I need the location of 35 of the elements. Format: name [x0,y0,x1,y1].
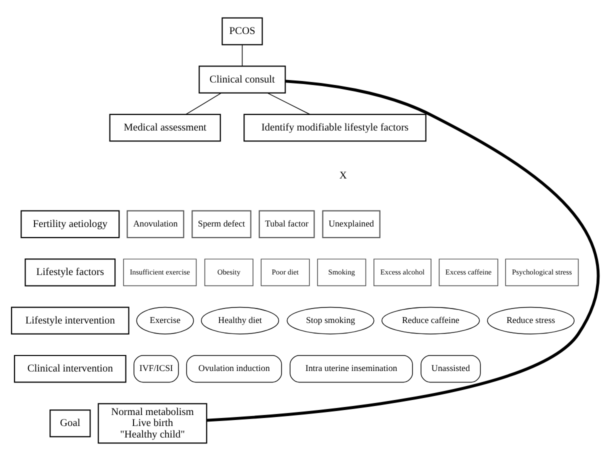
connector [186,92,222,115]
node-box: Obesity [204,258,254,286]
node-box: Sperm defect [192,210,252,238]
connector [266,92,310,115]
node-box: Clinical consult [198,66,286,94]
node-box: Unassisted [420,355,481,383]
node-box: Lifestyle factors [24,258,116,286]
node-ellipse: Healthy diet [200,306,280,334]
node-box: Goal [50,409,91,438]
node-box: Psychological stress [505,258,579,286]
node-box: Ovulation induction [186,355,282,383]
node-box: Unexplained [322,210,380,238]
node-box: Tubal factor [258,210,315,238]
node-box: Poor diet [260,258,310,286]
node-ellipse: Stop smoking [286,306,374,334]
connector [242,44,243,66]
label: X [339,170,347,182]
node-box: Insufficient exercise [123,258,197,286]
node-ellipse: Reduce stress [487,306,575,334]
node-box: Normal metabolism Live birth "Healthy child" [98,403,208,444]
connector [206,80,600,422]
node-box: IVF/ICSI [134,355,179,383]
node-box: Intra uterine insemination [290,355,413,383]
node-box: Anovulation [126,210,184,238]
node-box: Medical assessment [109,114,221,142]
node-box: Excess caffeine [438,258,498,286]
node-box: Clinical intervention [14,354,126,383]
node-box: Lifestyle intervention [10,306,130,335]
node-ellipse: Reduce caffeine [382,306,480,334]
node-ellipse: Exercise [136,306,194,334]
node-box: Smoking [317,258,366,286]
node-box: Excess alcohol [374,258,432,286]
node-box: Fertility aetiology [20,210,120,238]
node-box: Identify modifiable lifestyle factors [244,114,426,142]
node-box: PCOS [222,17,263,46]
